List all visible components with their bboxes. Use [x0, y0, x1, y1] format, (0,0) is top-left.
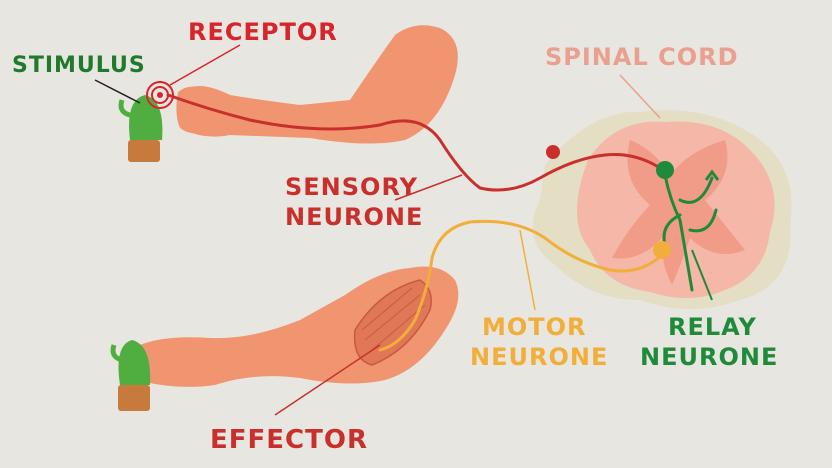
sensory-neurone: [166, 93, 662, 192]
lower-cactus-pot: [118, 385, 150, 411]
motor-neurone: [378, 219, 664, 352]
relay-neurone-label-line2: NEURONE: [640, 343, 778, 371]
relay-arrow: [704, 169, 720, 181]
stimulus-label: STIMULUS: [12, 53, 146, 78]
relay-pointer-line: [691, 249, 713, 301]
motor-pointer-line: [519, 229, 536, 311]
receptor-ring-mid: [151, 86, 169, 104]
effector-pointer-line: [274, 344, 381, 416]
spinal-pointer-line: [619, 74, 661, 119]
stimulus-pointer-line: [94, 79, 141, 104]
sensory-neurone-label-line2: NEURONE: [285, 203, 423, 231]
motor-cell-body: [653, 241, 671, 259]
sensory-cell-body: [546, 145, 560, 159]
receptor-label: RECEPTOR: [188, 18, 338, 46]
receptor-ring-inner: [157, 92, 163, 98]
sensory-pointer-line: [394, 174, 463, 201]
upper-cactus-arm: [118, 99, 131, 118]
motor-neurone-label-line2: NEURONE: [470, 343, 608, 371]
muscle-striations: [361, 287, 426, 351]
relay-neurone-label-line1: RELAY: [668, 313, 757, 341]
lower-cactus: [118, 340, 151, 385]
receptor-pointer-line: [169, 44, 241, 86]
effector-label: EFFECTOR: [210, 425, 368, 455]
upper-cactus-pot: [128, 140, 160, 162]
sensory-neurone-label-line1: SENSORY: [285, 173, 418, 201]
grey-matter: [612, 140, 745, 285]
relay-neurone: [662, 173, 718, 292]
relay-cell-body: [656, 161, 674, 179]
lower-cactus-arm: [110, 344, 123, 363]
spinal-cord-label: SPINAL CORD: [545, 43, 739, 71]
upper-arm: [181, 25, 458, 144]
motor-neurone-label-line1: MOTOR: [482, 313, 587, 341]
receptor-ring-outer: [146, 81, 174, 109]
upper-hand: [176, 86, 235, 134]
